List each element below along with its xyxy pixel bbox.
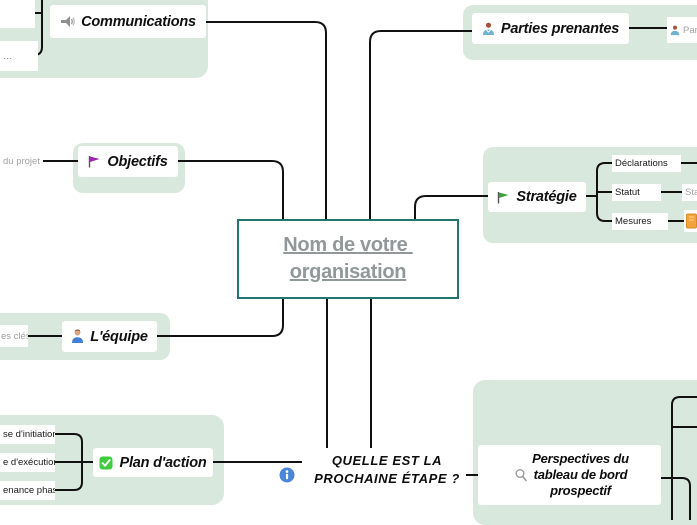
node-label: Plan d'action <box>119 454 207 471</box>
node-objectifs[interactable]: Objectifs <box>78 146 178 177</box>
flag-green-icon <box>497 191 510 204</box>
perspectives-line3: prospectif <box>550 483 611 499</box>
check-icon <box>99 456 113 470</box>
central-topic-line1: Nom de votre <box>283 234 413 256</box>
node-parties-prenantes[interactable]: Parties prenantes <box>472 13 629 44</box>
node-label-fragment: du projet <box>3 155 40 167</box>
node-mesures[interactable]: Mesures <box>612 213 668 230</box>
next-step-line1: QUELLE EST LA <box>331 453 443 468</box>
perspectives-line2: tableau de bord <box>533 466 628 482</box>
communications-child-stub-1[interactable] <box>0 0 35 28</box>
node-communications[interactable]: Communications <box>50 5 206 38</box>
node-plan-child-1[interactable]: se d'initiation <box>0 425 55 444</box>
orange-notebook-icon <box>686 213 697 229</box>
node-mesures-child[interactable] <box>684 210 697 232</box>
node-label-fragment: Par <box>683 24 697 36</box>
node-plan-child-2[interactable]: e d'exécution <box>0 453 55 472</box>
communications-child-stub-2[interactable]: … <box>0 41 38 71</box>
magnifier-icon <box>514 468 528 482</box>
node-label-fragment: Sta <box>685 187 697 198</box>
next-step-line2: PROCHAINE ÉTAPE ? <box>314 470 460 486</box>
node-label: Communications <box>81 13 196 30</box>
node-strategie[interactable]: Stratégie <box>488 182 586 212</box>
central-topic-line2: organisation <box>289 261 407 283</box>
stub-text-fragment: … <box>3 50 13 62</box>
flag-purple-icon <box>88 155 101 168</box>
node-label-fragment: enance phase <box>3 485 55 496</box>
node-label: Objectifs <box>107 153 168 170</box>
node-label: Mesures <box>615 216 652 227</box>
node-equipe[interactable]: L'équipe <box>62 321 157 352</box>
node-label-fragment: e d'exécution <box>3 457 55 468</box>
node-equipe-ghost[interactable]: es clés <box>0 325 28 347</box>
node-label: Statut <box>615 187 640 198</box>
person-icon <box>482 22 495 36</box>
node-objectifs-ghost[interactable]: du projet <box>0 150 43 172</box>
node-label: Stratégie <box>516 189 577 205</box>
person-icon <box>670 25 680 36</box>
node-label: L'équipe <box>90 328 148 345</box>
node-declarations[interactable]: Déclarations <box>612 155 681 172</box>
node-label: Perspectives du tableau de bord prospect… <box>532 451 629 500</box>
node-plan-child-3[interactable]: enance phase <box>0 481 55 500</box>
info-icon <box>279 467 295 483</box>
megaphone-icon <box>60 15 75 28</box>
node-label-fragment: es clés <box>1 330 28 342</box>
node-label: Déclarations <box>615 158 668 169</box>
node-statut[interactable]: Statut <box>612 184 661 201</box>
central-topic[interactable]: Nom de votre organisation <box>237 219 459 299</box>
node-label: Parties prenantes <box>500 20 620 37</box>
node-plan-action[interactable]: Plan d'action <box>93 448 213 477</box>
person-icon <box>71 329 84 344</box>
node-statut-ghost[interactable]: Sta <box>682 184 697 201</box>
node-next-step[interactable]: QUELLE EST LA PROCHAINE ÉTAPE ? <box>300 452 474 487</box>
node-perspectives[interactable]: Perspectives du tableau de bord prospect… <box>478 445 661 505</box>
perspectives-line1: Perspectives du <box>532 450 629 466</box>
node-parties-child[interactable]: Par <box>667 17 697 43</box>
node-label-fragment: se d'initiation <box>3 429 55 440</box>
